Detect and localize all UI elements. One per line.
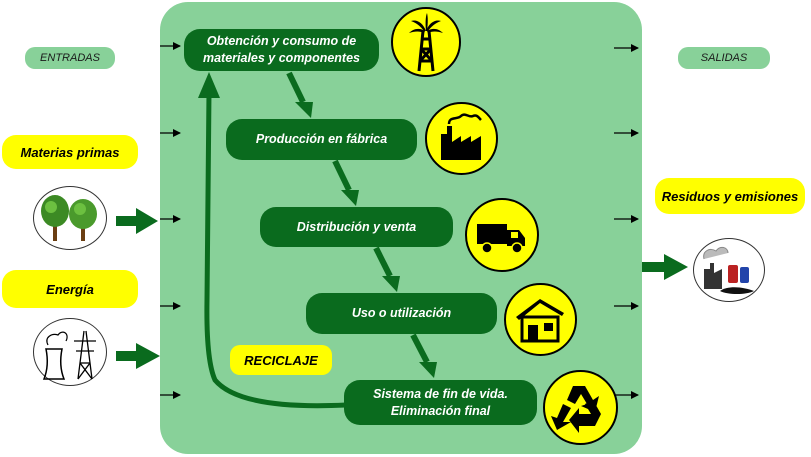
trees-icon <box>33 186 107 250</box>
stage-distribucion: Distribución y venta <box>260 207 453 247</box>
entradas-label: ENTRADAS <box>25 47 115 69</box>
recycle-loop-arrow <box>204 91 347 409</box>
factory-icon <box>425 102 498 175</box>
stage-obtencion: Obtención y consumo de materiales y compo… <box>184 29 379 71</box>
stage-fin-line1: Sistema de fin de vida. <box>373 386 508 401</box>
stage-distribucion-label: Distribución y venta <box>296 219 417 234</box>
truck-icon <box>465 198 539 272</box>
energia-label: Energía <box>2 270 138 308</box>
stage-uso: Uso o utilización <box>306 293 497 334</box>
salidas-label: SALIDAS <box>678 47 770 69</box>
stage-fin-line2: Eliminación final <box>390 403 491 418</box>
big-green-arrows <box>116 208 688 369</box>
recycle-loop-head <box>198 72 220 98</box>
stage-fin-de-vida: Sistema de fin de vida. Eliminación final <box>344 380 537 425</box>
stage-obtencion-line1: Obtención y consumo de <box>206 34 357 48</box>
stage-uso-label: Uso o utilización <box>351 306 452 320</box>
reciclaje-label: RECICLAJE <box>230 345 332 375</box>
stage-obtencion-line2: materiales y componentes <box>202 51 360 65</box>
residuos-emisiones-label: Residuos y emisiones <box>655 178 805 214</box>
input-arrows <box>160 42 181 399</box>
house-icon <box>504 283 577 356</box>
materias-primas-label: Materias primas <box>2 135 138 169</box>
power-plant-icon <box>33 318 107 386</box>
stage-flow-arrows <box>286 71 430 364</box>
output-arrows <box>614 44 639 399</box>
stage-produccion-label: Producción en fábrica <box>255 132 388 146</box>
stage-produccion: Producción en fábrica <box>226 119 417 160</box>
pollution-icon <box>693 238 765 302</box>
recycle-icon <box>543 370 618 445</box>
oil-well-icon <box>391 7 461 77</box>
stage-flow-heads <box>295 102 437 378</box>
